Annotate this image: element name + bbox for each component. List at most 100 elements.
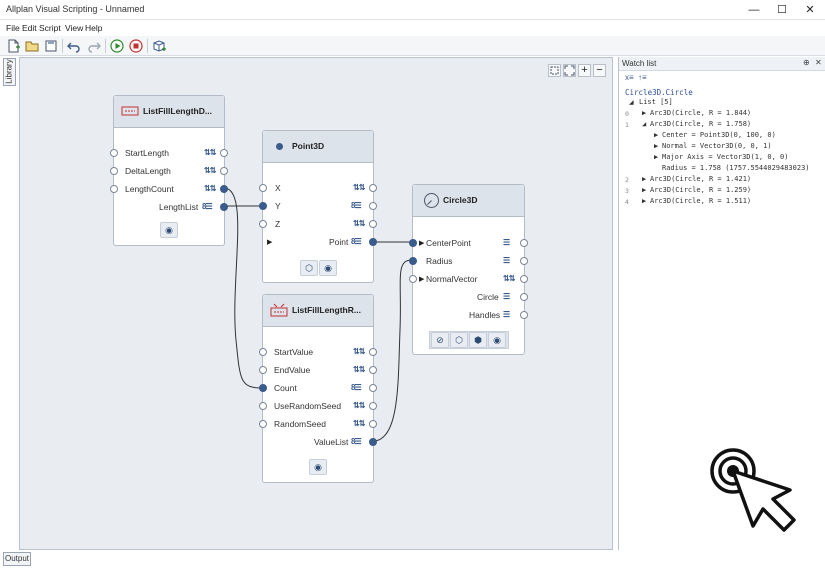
node-header[interactable]: ListFillLengthD...	[114, 96, 224, 128]
output-pin[interactable]	[520, 275, 528, 283]
menu-file[interactable]: File	[6, 23, 20, 33]
undo-icon[interactable]	[66, 38, 82, 54]
run-icon[interactable]	[109, 38, 125, 54]
watch-item-expand-icon[interactable]: ▶	[642, 186, 647, 194]
output-pin[interactable]	[369, 438, 377, 446]
output-pin[interactable]	[220, 149, 228, 157]
handle-cube-icon[interactable]: ⬢	[469, 332, 487, 348]
node-list-fill-length-d[interactable]: ListFillLengthD... StartLength ⇅⇅ DeltaL…	[110, 95, 228, 246]
watch-item-expand-icon[interactable]: ▶	[642, 109, 647, 117]
watch-subitem[interactable]: Major Axis = Vector3D(1, 0, 0)	[662, 153, 789, 161]
sort-icon[interactable]: ↑≡	[638, 73, 647, 82]
input-pin[interactable]	[259, 202, 267, 210]
watch-item[interactable]: Arc3D(Circle, R = 1.511)	[650, 197, 752, 205]
watch-item[interactable]: Arc3D(Circle, R = 1.259)	[650, 186, 752, 194]
input-pin[interactable]	[409, 239, 417, 247]
cube-view-icon[interactable]: ⬡	[300, 260, 318, 276]
menu-view[interactable]: View	[65, 23, 84, 33]
expand-arrow-icon[interactable]: ▶	[267, 239, 273, 246]
watch-item-expand-icon[interactable]: ▶	[642, 175, 647, 183]
minimize-button[interactable]: —	[748, 4, 760, 16]
node-header[interactable]: Point3D	[263, 131, 373, 163]
pin-icon[interactable]: ⊕	[803, 58, 810, 67]
collapse-all-icon[interactable]: x≡	[625, 73, 634, 82]
output-pin[interactable]	[220, 203, 228, 211]
input-pin[interactable]	[259, 220, 267, 228]
output-pin[interactable]	[369, 202, 377, 210]
menu-help[interactable]: Help	[85, 23, 103, 33]
node-list-fill-length-r[interactable]: ListFillLengthR... StartValue ⇅⇅ EndValu…	[259, 294, 377, 483]
stop-icon[interactable]	[128, 38, 144, 54]
output-pin[interactable]	[369, 366, 377, 374]
output-pin[interactable]	[369, 238, 377, 246]
watch-root-label: Circle3D.Circle	[625, 88, 693, 97]
redo-icon[interactable]	[86, 38, 102, 54]
output-pin[interactable]	[369, 402, 377, 410]
fit-view-icon[interactable]	[563, 64, 576, 77]
watch-subitem[interactable]: Normal = Vector3D(0, 0, 1)	[662, 142, 772, 150]
input-pin[interactable]	[110, 149, 118, 157]
node-header[interactable]: ListFillLengthR...	[263, 295, 373, 327]
output-pin[interactable]	[520, 239, 528, 247]
output-pin[interactable]	[520, 311, 528, 319]
input-pin[interactable]	[409, 275, 417, 283]
output-pin[interactable]	[369, 384, 377, 392]
node-circle3d[interactable]: Circle3D ▶ CenterPoint ☰ Radius ☰ ▶ Norm…	[409, 184, 528, 355]
output-pin[interactable]	[369, 348, 377, 356]
output-pin[interactable]	[369, 220, 377, 228]
watch-item-expand-icon[interactable]: ▶	[654, 142, 659, 150]
node-point3d[interactable]: Point3D X ⇅⇅ Y 8☰ Z ⇅⇅ ▶ Point 8☰ ⬡ ◉	[259, 130, 377, 283]
cube-view-icon[interactable]: ⬡	[450, 332, 468, 348]
watch-item-expand-icon[interactable]: ▶	[654, 131, 659, 139]
input-pin[interactable]	[259, 384, 267, 392]
input-pin[interactable]	[259, 348, 267, 356]
fit-selection-icon[interactable]	[548, 64, 561, 77]
preview-eye-icon[interactable]: ◉	[160, 222, 178, 238]
preview-eye-icon[interactable]: ◉	[488, 332, 506, 348]
zoom-out-button[interactable]: −	[593, 64, 606, 77]
input-pin[interactable]	[259, 184, 267, 192]
input-pin[interactable]	[259, 420, 267, 428]
input-pin[interactable]	[409, 257, 417, 265]
watch-list-title: Watch list	[622, 59, 657, 68]
new-file-icon[interactable]	[5, 38, 21, 54]
save-icon[interactable]	[43, 38, 59, 54]
expand-arrow-icon[interactable]: ▶	[419, 240, 425, 247]
watch-item-expand-icon[interactable]: ▶	[642, 197, 647, 205]
expand-arrow-icon[interactable]: ▶	[419, 276, 425, 283]
maximize-button[interactable]: ☐	[777, 4, 787, 16]
menu-script[interactable]: Script	[39, 23, 61, 33]
port-count: Count 8☰	[259, 379, 377, 397]
list-type-icon: 8☰	[351, 383, 362, 392]
collapse-arrow-icon[interactable]: ◢	[629, 100, 634, 106]
preview-eye-icon[interactable]: ◉	[309, 459, 327, 475]
watch-item-collapse-icon[interactable]: ◢	[642, 120, 647, 128]
watch-item[interactable]: Arc3D(Circle, R = 1.758)	[650, 120, 752, 128]
library-tab[interactable]: Library	[3, 58, 16, 86]
watch-item[interactable]: Arc3D(Circle, R = 1.844)	[650, 109, 752, 117]
preview-eye-icon[interactable]: ◉	[319, 260, 337, 276]
output-pin[interactable]	[369, 184, 377, 192]
output-pin[interactable]	[520, 257, 528, 265]
input-pin[interactable]	[259, 402, 267, 410]
watch-subitem[interactable]: Center = Point3D(0, 100, 0)	[662, 131, 776, 139]
watch-item[interactable]: Arc3D(Circle, R = 1.421)	[650, 175, 752, 183]
number-type-icon: ⇅⇅	[353, 365, 365, 374]
output-pin[interactable]	[369, 420, 377, 428]
output-pin[interactable]	[520, 293, 528, 301]
watch-item-expand-icon[interactable]: ▶	[654, 153, 659, 161]
open-folder-icon[interactable]	[24, 38, 40, 54]
input-pin[interactable]	[259, 366, 267, 374]
close-button[interactable]: ✕	[805, 4, 815, 16]
watch-close-icon[interactable]: ✕	[815, 58, 822, 67]
input-pin[interactable]	[110, 167, 118, 175]
hide-geometry-icon[interactable]: ⊘	[431, 332, 449, 348]
output-pin[interactable]	[220, 185, 228, 193]
node-header[interactable]: Circle3D	[413, 185, 524, 217]
input-pin[interactable]	[110, 185, 118, 193]
output-tab[interactable]: Output	[3, 552, 31, 566]
output-pin[interactable]	[220, 167, 228, 175]
menu-edit[interactable]: Edit	[22, 23, 37, 33]
add-package-icon[interactable]	[151, 38, 167, 54]
zoom-in-button[interactable]: +	[578, 64, 591, 77]
